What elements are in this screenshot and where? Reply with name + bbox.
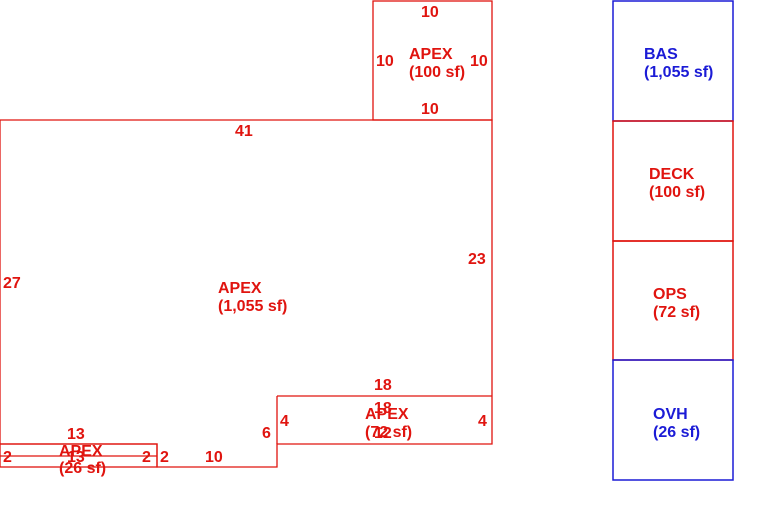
legend-ovh-area: (26 sf) — [653, 424, 700, 441]
legend-ops-code: OPS — [653, 286, 687, 303]
dim-bottom-2-left: 2 — [3, 449, 12, 466]
dim-bottom-10: 10 — [205, 449, 223, 466]
dim-main-left: 27 — [3, 275, 21, 292]
apex-right-area: (72 sf) — [365, 424, 412, 441]
dim-bottom-2-right: 2 — [160, 449, 169, 466]
apex-left-name: APEX — [59, 443, 103, 460]
apex-left-area: (26 sf) — [59, 460, 106, 477]
dim-step-18-b: 18 — [374, 400, 392, 417]
dim-bottom-2-mid: 2 — [142, 449, 151, 466]
legend-ops-area: (72 sf) — [653, 304, 700, 321]
apex-right-name: APEX — [365, 406, 409, 423]
dim-top-box-bottom: 10 — [421, 101, 439, 118]
apex-top-area: (100 sf) — [409, 64, 465, 81]
dim-bottom-13-under: 13 — [67, 449, 85, 466]
dim-top-box-right: 10 — [470, 53, 488, 70]
legend-ovh-box — [612, 359, 734, 481]
legend-bas-code: BAS — [644, 46, 678, 63]
dim-main-right: 23 — [468, 251, 486, 268]
apex-main-name: APEX — [218, 280, 262, 297]
dim-top-box-left: 10 — [376, 53, 394, 70]
dim-step-4-right: 4 — [478, 413, 487, 430]
dim-step-4-left: 4 — [280, 413, 289, 430]
dim-step-18-a: 18 — [374, 377, 392, 394]
apex-top-name: APEX — [409, 46, 453, 63]
apex-main-area: (1,055 sf) — [218, 298, 287, 315]
dim-bottom-13: 13 — [67, 426, 85, 443]
legend-bas-area: (1,055 sf) — [644, 64, 713, 81]
dim-step-12: 12 — [374, 425, 392, 442]
legend-deck-code: DECK — [649, 166, 695, 183]
dim-main-top: 41 — [235, 123, 253, 140]
legend-ovh-code: OVH — [653, 406, 688, 423]
dim-step-6: 6 — [262, 425, 271, 442]
legend-deck-area: (100 sf) — [649, 184, 705, 201]
dim-top-box-top: 10 — [421, 4, 439, 21]
